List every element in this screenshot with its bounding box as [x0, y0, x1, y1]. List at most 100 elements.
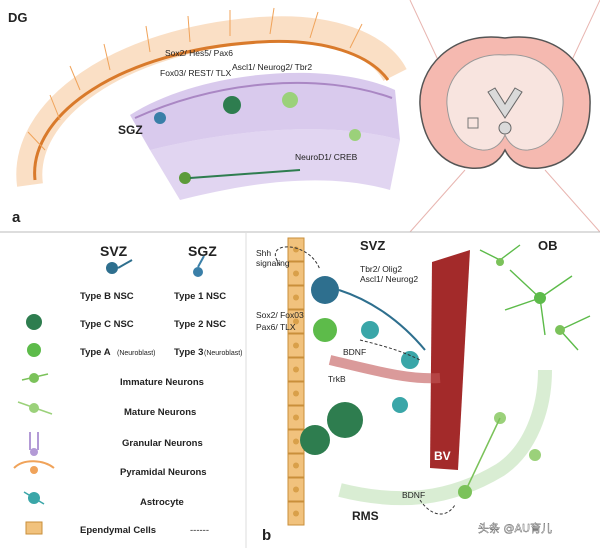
mature-neuron-axon-a: [189, 169, 301, 179]
sgz-band-upper: [130, 72, 400, 150]
legend-mature-neurons: Mature Neurons: [124, 407, 196, 418]
legend-granular-neurons: Granular Neurons: [122, 438, 203, 449]
legend-pyramidal-neurons: Pyramidal Neurons: [120, 467, 207, 478]
legend-type-b-nsc: Type B NSC: [80, 291, 134, 302]
shh-label-line1: Shh: [256, 248, 271, 258]
neuroblast-process: [464, 417, 501, 493]
legend-icon-immature-neuron: [21, 373, 49, 383]
ependymal-nucleus: [293, 486, 299, 493]
legend-icon-ependymal: [25, 521, 43, 535]
shh-label-line2: signaling: [256, 258, 290, 268]
legend-type-2-nsc: Type 2 NSC: [174, 319, 226, 330]
dg-dendrites: [27, 7, 363, 151]
migrating-neuroblast-1: [529, 449, 541, 461]
tbr2-label-line1: Tbr2/ Olig2: [360, 264, 402, 274]
brain-midline-structure: [498, 121, 512, 135]
legend-ependymal-cells: Ependymal Cells: [80, 525, 156, 536]
zone-label-sgz-a: SGZ: [118, 123, 143, 137]
legend-icon-type-1-nsc: [193, 255, 205, 277]
inset-connector-bottom-right: [544, 169, 600, 233]
brain-white-matter: [446, 54, 564, 151]
astrocyte-b-1: [361, 321, 379, 339]
ob-neuron-2: [555, 325, 565, 335]
ependymal-nucleus: [293, 246, 299, 253]
astrocyte-b-2: [401, 351, 419, 369]
type2-nsc-cell-a: [223, 96, 241, 114]
legend-type-1-nsc: Type 1 NSC: [174, 291, 226, 302]
legend-icon-type-c-nsc: [26, 314, 42, 330]
legend-icon-pyramidal-neuron: [13, 460, 55, 474]
dg-granule-layer: [16, 16, 407, 187]
mature-neuron-cell-a: [179, 172, 191, 184]
legend-icon-type-a: [27, 343, 41, 357]
type1-nsc-cell-a: [154, 112, 166, 124]
shh-signaling-arrow: [274, 246, 321, 271]
zone-label-svz-b: SVZ: [360, 238, 385, 253]
rms-label: RMS: [352, 509, 379, 523]
bdnf-arrow-top: [359, 339, 421, 361]
ob-neuron-1: [534, 292, 546, 304]
legend-header-sgz: SGZ: [188, 243, 217, 259]
tbr2-label-line2: Ascl1/ Neurog2: [360, 274, 418, 284]
rms-stream: [338, 369, 552, 506]
ependymal-nucleus: [293, 390, 299, 397]
type-b-nsc-b: [311, 276, 339, 304]
legend-icon-type-b-nsc: [106, 259, 133, 274]
ependymal-nucleus: [293, 318, 299, 325]
legend-icon-astrocyte: [23, 491, 45, 505]
immature-neuron-cell-a: [349, 129, 361, 141]
markers-sox2-hes5-pax6: Sox2/ Hes5/ Pax6: [165, 48, 233, 58]
brain-ventricles: [487, 87, 523, 119]
legend-immature-neurons: Immature Neurons: [120, 377, 204, 388]
brain-hippocampus-inset-box: [467, 117, 479, 129]
type-a-cell-b: [313, 318, 337, 342]
legend-ependymal-sgz-none: ------: [190, 525, 209, 536]
bv-label: BV: [434, 449, 451, 463]
sox2-label-line2: Pax6/ TLX: [256, 322, 296, 332]
legend-header-svz: SVZ: [100, 243, 128, 259]
ependymal-nucleus: [293, 462, 299, 469]
panel-letter-b: b: [262, 527, 271, 544]
inset-connector-bottom-left: [409, 169, 466, 233]
legend-icon-granular-neuron: [29, 432, 39, 456]
legend-type-c-nsc: Type C NSC: [80, 319, 134, 330]
sox2-label-line1: Sox2/ Fox03: [256, 310, 304, 320]
bdnf-label-bottom: BDNF: [402, 490, 425, 500]
markers-ascl1-neurog2-tbr2: Ascl1/ Neurog2/ Tbr2: [232, 62, 312, 72]
sgz-line: [134, 81, 393, 119]
markers-fox03-rest-tlx: Fox03/ REST/ TLX: [160, 68, 232, 78]
ependymal-nucleus: [293, 342, 299, 349]
markers-neurod1-creb: NeuroD1/ CREB: [295, 152, 358, 162]
watermark: 头条 @AU育儿: [478, 521, 552, 535]
astrocyte-b-3: [392, 397, 408, 413]
blood-vessel: [430, 250, 470, 470]
bdnf-arrow-bottom: [419, 499, 456, 515]
ependymal-nucleus: [293, 270, 299, 277]
legend-type-3: Type 3: [174, 347, 203, 358]
type-b-process: [338, 289, 426, 351]
region-label-ob: OB: [538, 238, 558, 253]
legend-icon-mature-neuron: [17, 401, 53, 415]
panel-letter-a: a: [12, 209, 21, 226]
region-label-dg: DG: [8, 10, 28, 25]
ependymal-nucleus: [293, 438, 299, 445]
legend-type-3-note: (Neuroblast): [204, 350, 243, 357]
bdnf-label-top: BDNF: [343, 347, 366, 357]
trkb-label: TrkB: [328, 374, 346, 384]
sgz-band-lower: [150, 129, 400, 200]
dg-axon-tract: [33, 39, 390, 181]
type-c-cluster-1: [327, 402, 363, 438]
type-c-cluster-2: [300, 425, 330, 455]
legend-type-a: Type A: [80, 347, 111, 358]
ob-neuron-3: [496, 258, 504, 266]
ependymal-nucleus: [293, 414, 299, 421]
legend-type-a-note: (Neuroblast): [117, 350, 156, 357]
ependymal-nucleus: [293, 294, 299, 301]
legend-astrocyte: Astrocyte: [140, 497, 184, 508]
vessel-branch: [328, 355, 441, 384]
ependymal-nucleus: [293, 510, 299, 517]
ependymal-cell-column: [287, 237, 305, 526]
ependymal-nucleus: [293, 366, 299, 373]
